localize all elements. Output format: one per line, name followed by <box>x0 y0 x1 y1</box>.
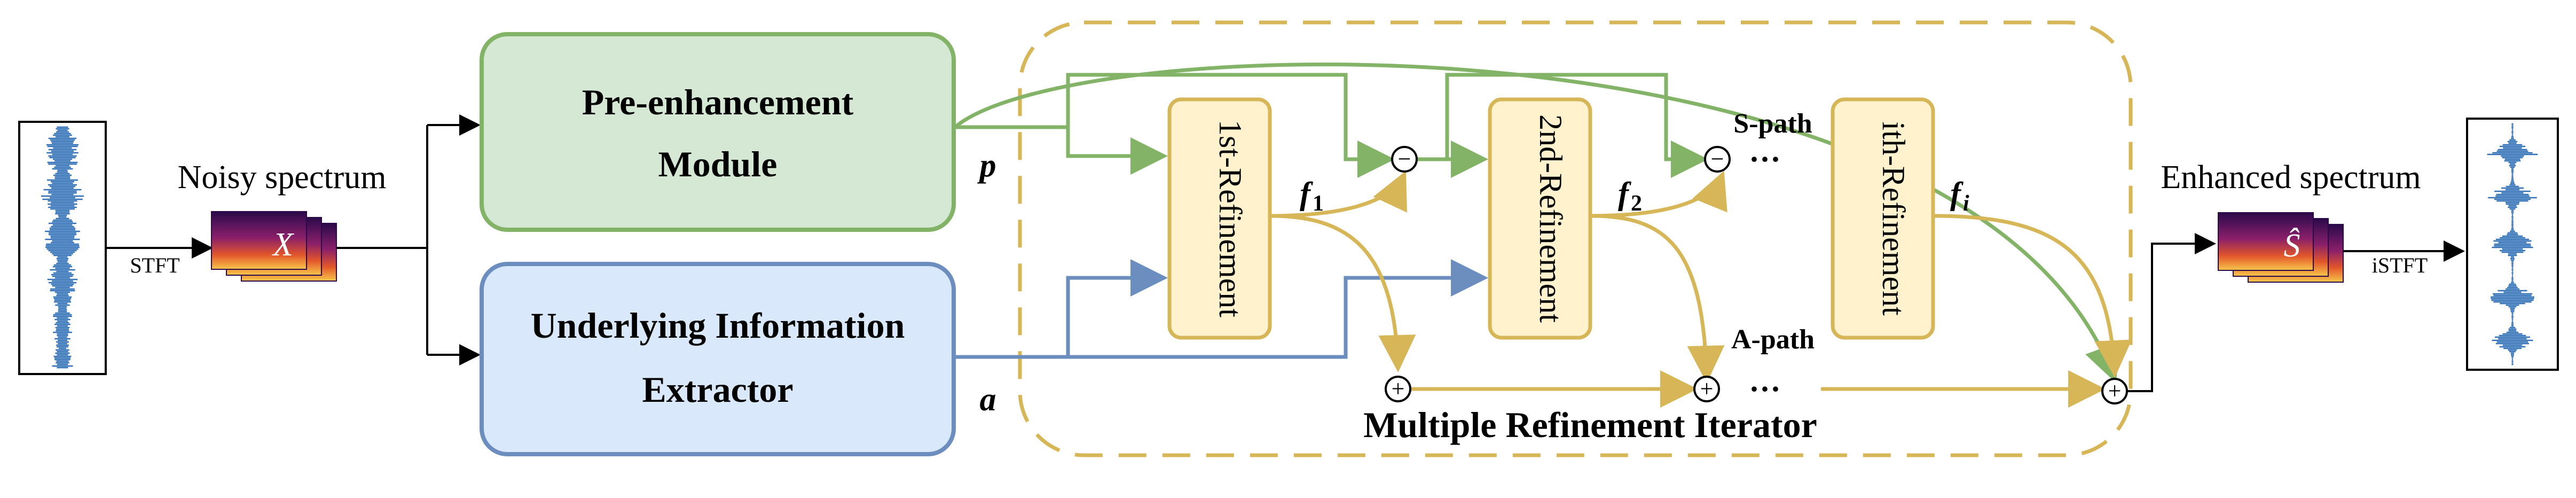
pre-module-title-line1: Pre-enhancement <box>582 82 854 122</box>
plus-operator-1: + <box>1385 376 1411 402</box>
to-output-arrow <box>2127 233 2216 392</box>
p-label: p <box>977 147 996 184</box>
iterator-title: Multiple Refinement Iterator <box>1363 404 1817 445</box>
noisy-spectrogram: X <box>211 211 337 282</box>
refinement-iterator-container <box>1018 20 2133 457</box>
underlying-information-extractor: Underlying Information Extractor <box>480 262 956 456</box>
pre-module-title-line2: Module <box>658 144 777 184</box>
f1-label: f1 <box>1300 176 1324 216</box>
a-path-label: A-path <box>1731 324 1815 355</box>
minus-operator-2: − <box>1704 146 1731 173</box>
a-signal-paths <box>954 259 1488 359</box>
uie-title-line1: Underlying Information <box>531 305 905 346</box>
a-path-ellipsis: ··· <box>1749 371 1781 407</box>
svg-text:−: − <box>1398 146 1411 172</box>
refinement-block-i: ith-Refinement <box>1831 97 1935 340</box>
svg-text:+: + <box>2108 378 2122 404</box>
refinement-block-1: 1st-Refinement <box>1167 97 1272 340</box>
pre-enhancement-module: Pre-enhancement Module <box>480 32 956 232</box>
uie-title-line2: Extractor <box>642 369 793 410</box>
noisy-spectrum-label: Noisy spectrum <box>178 159 387 196</box>
enhanced-spectrum-label: Enhanced spectrum <box>2161 159 2421 196</box>
istft-label: iSTFT <box>2372 253 2428 277</box>
enhanced-spectrogram: Ŝ <box>2218 212 2344 283</box>
input-waveform-trace <box>41 126 84 369</box>
svg-text:−: − <box>1711 146 1724 172</box>
fi-label: fi <box>1950 176 1969 216</box>
refinement-1-label: 1st-Refinement <box>1213 120 1248 317</box>
plus-operator-2: + <box>1693 376 1720 402</box>
output-waveform <box>2466 118 2559 371</box>
p-signal-paths <box>952 63 2121 383</box>
s-path-ellipsis: ··· <box>1749 142 1781 177</box>
svg-text:+: + <box>1700 376 1714 402</box>
f2-label: f2 <box>1618 176 1642 216</box>
svg-text:+: + <box>1392 376 1405 402</box>
plus-operator-final: + <box>2101 378 2128 404</box>
enhanced-spectrum-symbol: Ŝ <box>2284 228 2300 264</box>
refinement-2-label: 2nd-Refinement <box>1533 114 1568 323</box>
refinement-i-label: ith-Refinement <box>1876 121 1911 316</box>
minus-operator-1: − <box>1391 146 1418 173</box>
s-path-label: S-path <box>1733 108 1812 139</box>
noisy-spectrum-symbol: X <box>271 227 294 263</box>
a-label: a <box>980 382 996 418</box>
feature-paths <box>1269 170 2132 408</box>
input-waveform <box>18 121 107 375</box>
refinement-block-2: 2nd-Refinement <box>1488 97 1592 340</box>
output-waveform-trace <box>2487 123 2538 365</box>
stft-label: STFT <box>130 253 179 277</box>
